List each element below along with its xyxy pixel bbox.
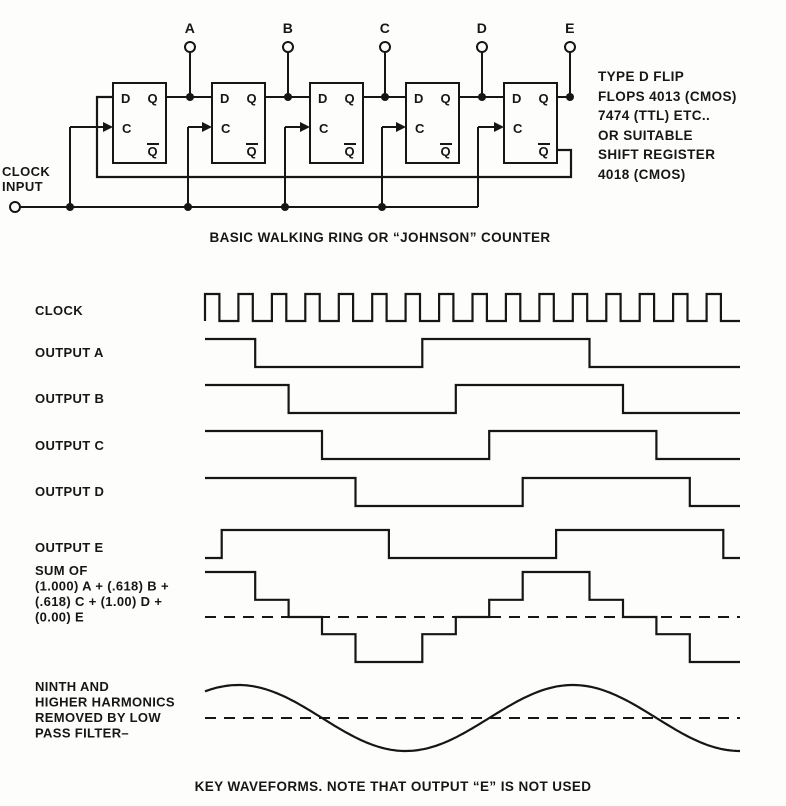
waveform-caption: KEY WAVEFORMS. NOTE THAT OUTPUT “E” IS N…: [194, 779, 592, 794]
clock-waveform: [203, 292, 740, 323]
waveform-label-filtered-sine: NINTH AND: [35, 679, 109, 694]
waveform-label-filtered-sine: REMOVED BY LOW: [35, 710, 161, 725]
flipflop-box-1: [112, 82, 167, 164]
output-terminal-label-D: D: [477, 20, 487, 36]
pin-label-q: Q: [345, 91, 355, 106]
waveform-label-output-a: OUTPUT A: [35, 345, 104, 360]
waveform-label-weighted-sum: (1.000) A + (.618) B +: [35, 579, 169, 594]
pin-label-d: D: [512, 91, 522, 106]
clock-arrowhead-1: [103, 122, 113, 132]
clock-arrowhead-2: [202, 122, 212, 132]
flipflop-type-note: TYPE D FLIP FLOPS 4013 (CMOS) 7474 (TTL)…: [598, 67, 737, 184]
output-terminal-E: [564, 41, 576, 53]
clock-arrowhead-3: [300, 122, 310, 132]
clock-junction-dot-1: [66, 203, 74, 211]
output-b-waveform: [205, 383, 740, 415]
junction-dot-E: [566, 93, 574, 101]
output-terminal-D: [476, 41, 488, 53]
waveform-label-clock: CLOCK: [35, 303, 83, 318]
output-terminal-label-B: B: [283, 20, 293, 36]
output-terminal-A: [184, 41, 196, 53]
pin-label-q: Q: [539, 91, 549, 106]
pin-label-d: D: [318, 91, 328, 106]
note-line: OR SUITABLE: [598, 127, 693, 143]
waveform-label-filtered-sine: HIGHER HARMONICS: [35, 695, 175, 710]
output-terminal-label-E: E: [565, 20, 575, 36]
note-line: 4018 (CMOS): [598, 166, 686, 182]
clock-arrowhead-4: [396, 122, 406, 132]
filtered-sine-waveform: [204, 683, 740, 753]
pin-label-qbar: Q: [345, 144, 355, 159]
note-line: FLOPS 4013 (CMOS): [598, 88, 737, 104]
pin-label-q: Q: [247, 91, 257, 106]
output-terminal-C: [379, 41, 391, 53]
output-c-waveform: [205, 429, 740, 461]
pin-label-c: C: [415, 121, 425, 136]
output-e-waveform: [205, 528, 740, 560]
pin-label-c: C: [513, 121, 523, 136]
flipflop-box-2: [211, 82, 266, 164]
clock-input-label: CLOCK INPUT: [2, 164, 50, 194]
weighted-sum-waveform: [205, 570, 740, 664]
waveform-label-output-b: OUTPUT B: [35, 391, 104, 406]
flipflop-box-4: [405, 82, 460, 164]
flipflop-box-3: [309, 82, 364, 164]
output-terminal-B: [282, 41, 294, 53]
clock-arrowhead-5: [494, 122, 504, 132]
clock-input-label-line: CLOCK: [2, 164, 51, 179]
pin-label-d: D: [220, 91, 230, 106]
pin-label-qbar: Q: [247, 144, 257, 159]
qbar-feedback-wire: [95, 95, 573, 179]
waveform-label-weighted-sum: SUM OF: [35, 563, 88, 578]
note-line: TYPE D FLIP: [598, 69, 685, 84]
output-a-waveform: [205, 337, 740, 369]
junction-dot-A: [186, 93, 194, 101]
pin-label-c: C: [221, 121, 231, 136]
clock-junction-dot-2: [184, 203, 192, 211]
pin-label-d: D: [414, 91, 424, 106]
pin-label-qbar: Q: [148, 144, 158, 159]
waveform-label-output-e: OUTPUT E: [35, 540, 104, 555]
output-d-waveform: [205, 476, 740, 508]
output-terminal-label-A: A: [185, 20, 195, 36]
waveform-label-weighted-sum: (0.00) E: [35, 610, 84, 625]
waveform-label-weighted-sum: (.618) C + (1.00) D +: [35, 594, 162, 609]
flipflop-box-5: [503, 82, 558, 164]
pin-label-q: Q: [441, 91, 451, 106]
note-line: 7474 (TTL) ETC..: [598, 108, 711, 123]
junction-dot-B: [284, 93, 292, 101]
pin-label-qbar: Q: [441, 144, 451, 159]
pin-label-q: Q: [148, 91, 158, 106]
pin-label-qbar: Q: [539, 144, 549, 159]
output-terminal-label-C: C: [380, 20, 390, 36]
pin-label-d: D: [121, 91, 131, 106]
clock-input-terminal: [9, 201, 21, 213]
junction-dot-C: [381, 93, 389, 101]
waveform-label-output-c: OUTPUT C: [35, 438, 105, 453]
pin-label-c: C: [122, 121, 132, 136]
clock-junction-dot-4: [378, 203, 386, 211]
waveform-label-output-d: OUTPUT D: [35, 484, 104, 499]
junction-dot-D: [478, 93, 486, 101]
waveform-label-filtered-sine: PASS FILTER–: [35, 726, 129, 741]
note-line: SHIFT REGISTER: [598, 147, 716, 162]
clock-input-label-line: INPUT: [2, 179, 43, 194]
circuit-caption: BASIC WALKING RING OR “JOHNSON” COUNTER: [209, 230, 551, 245]
pin-label-c: C: [319, 121, 329, 136]
clock-junction-dot-3: [281, 203, 289, 211]
